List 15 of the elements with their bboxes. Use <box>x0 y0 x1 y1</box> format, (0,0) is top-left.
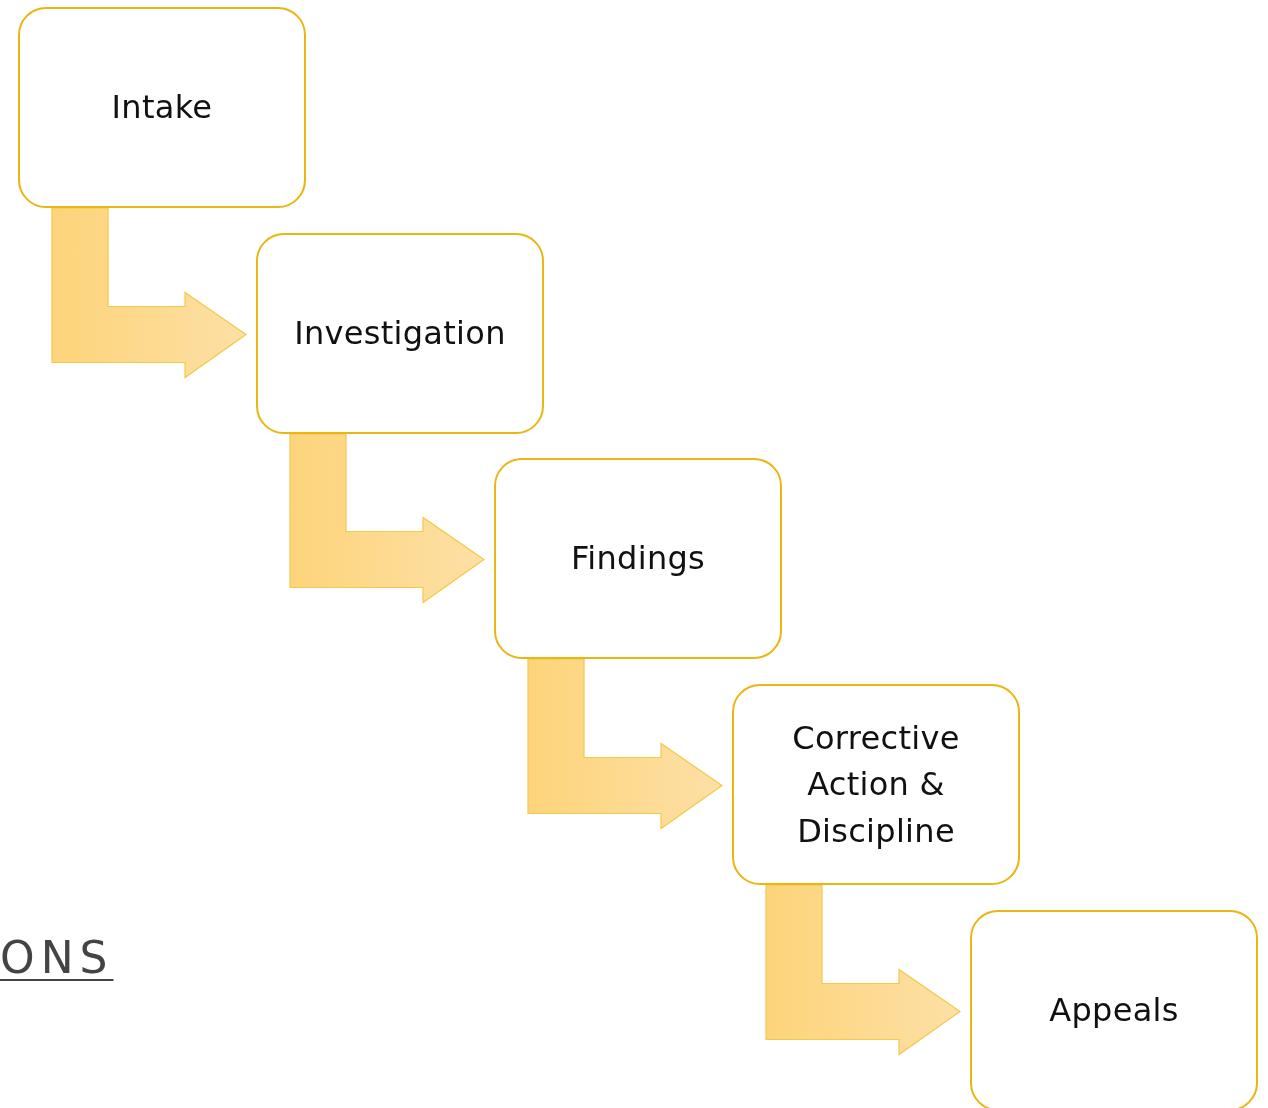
process-box <box>494 458 782 659</box>
heading-fragment: ONS <box>0 932 114 983</box>
bent-arrow <box>527 658 724 830</box>
step-label: Appeals <box>1049 990 1179 1032</box>
bent-arrow <box>289 433 486 604</box>
step-label: Corrective Action & Discipline <box>791 717 961 852</box>
step-label: Investigation <box>294 313 506 355</box>
process-box <box>732 684 1020 885</box>
process-box <box>970 910 1258 1108</box>
process-box <box>18 7 306 208</box>
step-label: Intake <box>111 87 213 129</box>
bent-arrow <box>765 884 962 1056</box>
process-box <box>256 233 544 434</box>
step-label: Findings <box>570 538 706 580</box>
bent-arrow <box>51 207 248 379</box>
